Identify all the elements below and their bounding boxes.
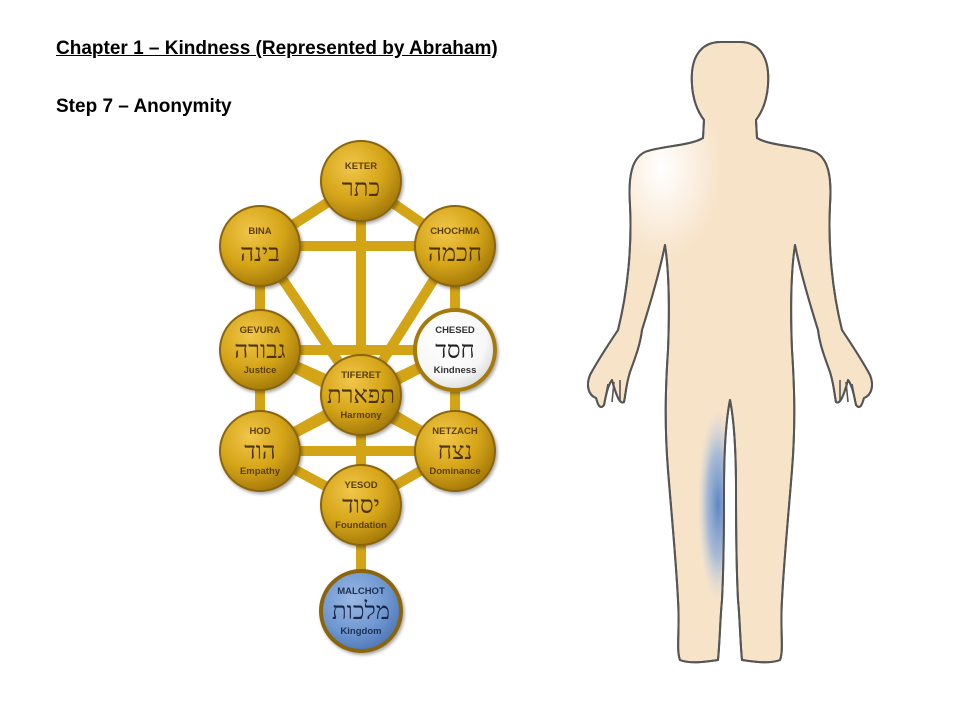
- sefira-circle: [320, 140, 402, 222]
- sefira-name: HOD: [249, 426, 270, 437]
- sefira-name: TIFERET: [341, 370, 381, 381]
- sefira-name: GEVURA: [240, 325, 281, 336]
- sefira-hebrew: נצח: [438, 437, 473, 465]
- human-body-figure: [587, 41, 873, 664]
- finger-lines: [603, 380, 857, 406]
- sefira-circle: [413, 308, 497, 392]
- step-title: Step 7 – Anonymity: [56, 96, 232, 117]
- sefira-meaning: Kingdom: [340, 626, 381, 637]
- sefira-hebrew: חסד: [435, 336, 474, 364]
- sefira-circle: [219, 410, 301, 492]
- sefira-meaning: Harmony: [340, 410, 382, 421]
- sefira-hebrew: הוד: [244, 437, 276, 465]
- sefira-meaning: Dominance: [429, 466, 480, 477]
- sefira-circle: [219, 309, 301, 391]
- chapter-title: Chapter 1 – Kindness (Represented by Abr…: [56, 38, 498, 59]
- sefira-circle: [320, 464, 402, 546]
- sefira-meaning: Kindness: [434, 365, 477, 376]
- sefira-keter: KETER כתר: [320, 140, 402, 222]
- sefira-hebrew: חכמה: [428, 239, 482, 267]
- sefira-meaning: Justice: [244, 365, 277, 376]
- sefira-name: MALCHOT: [337, 586, 385, 597]
- sefira-hebrew: כתר: [342, 174, 380, 202]
- sefira-hebrew: גבורה: [234, 336, 285, 364]
- sefira-name: CHOCHMA: [430, 226, 480, 237]
- sefira-circle: [319, 569, 403, 653]
- sefira-hebrew: בינה: [240, 239, 279, 267]
- sefira-bina: BINA בינה: [219, 205, 301, 287]
- sefira-circle: [414, 410, 496, 492]
- shoulder-highlight: [600, 100, 740, 280]
- sefira-name: NETZACH: [432, 426, 478, 437]
- left-leg-highlight: [690, 390, 750, 620]
- sefirot-tree: KETER כתר BINA בינה CHOCHMA חכמה GEVURAגבורהJu…: [219, 140, 497, 653]
- sefira-name: BINA: [248, 226, 271, 237]
- sefira-meaning: Foundation: [335, 520, 387, 531]
- sefira-circle: [320, 354, 402, 436]
- sefira-hebrew: תפארת: [327, 381, 395, 409]
- sefira-circle: [219, 205, 301, 287]
- sefira-name: KETER: [345, 161, 377, 172]
- sefira-meaning: Empathy: [240, 466, 281, 477]
- sefira-chochma: CHOCHMA חכמה: [414, 205, 496, 287]
- sefira-name: YESOD: [344, 480, 377, 491]
- sefira-hebrew: יסוד: [342, 491, 380, 519]
- body-outline: [587, 41, 873, 664]
- sefira-name: CHESED: [435, 325, 475, 336]
- tree-nodes: KETER כתר BINA בינה CHOCHMA חכמה GEVURAגבורהJu…: [219, 140, 497, 653]
- sefira-circle: [414, 205, 496, 287]
- sefira-hebrew: מלכות: [332, 597, 390, 625]
